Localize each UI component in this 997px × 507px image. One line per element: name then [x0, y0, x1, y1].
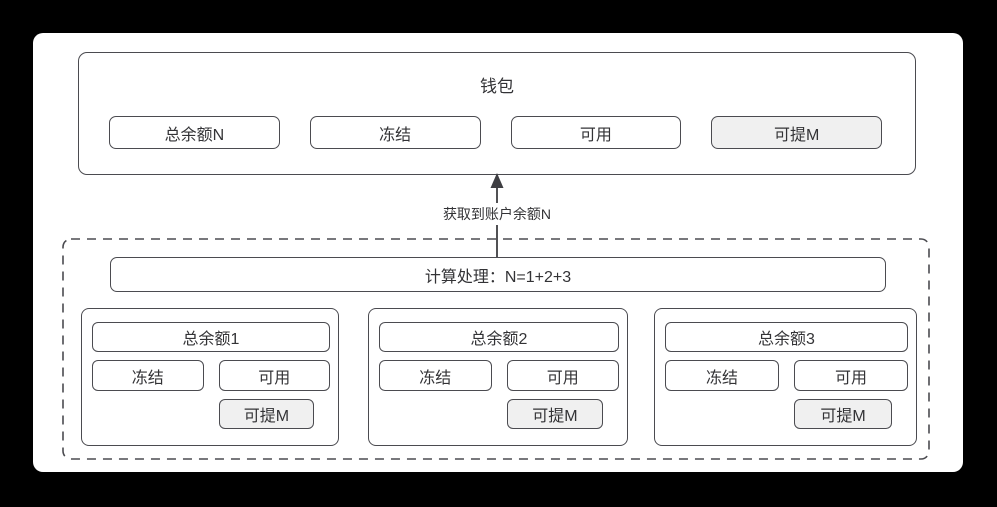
- account-box-1: 总余额1 冻结 可用 可提M: [81, 308, 339, 446]
- account-1-frozen: 冻结: [92, 360, 204, 391]
- account-2-frozen: 冻结: [379, 360, 492, 391]
- wallet-item-withdrawable: 可提M: [711, 116, 882, 149]
- calculation-box: 计算处理：N=1+2+3: [110, 257, 886, 292]
- wallet-title: 钱包: [480, 77, 514, 96]
- account-3-withdrawable: 可提M: [794, 399, 893, 429]
- account-box-2: 总余额2 冻结 可用 可提M: [368, 308, 628, 446]
- wallet-item-total-balance: 总余额N: [109, 116, 280, 149]
- account-3-frozen: 冻结: [665, 360, 779, 391]
- wallet-item-frozen: 冻结: [309, 116, 481, 149]
- accounts-group-border: [62, 238, 930, 460]
- account-2-total-balance: 总余额2: [379, 322, 619, 352]
- diagram-card: 钱包 总余额N 冻结 可用 可提M 获取到账户余额N 计算处理：N=1+2+3 …: [33, 33, 963, 472]
- account-1-withdrawable: 可提M: [218, 399, 315, 429]
- account-box-3: 总余额3 冻结 可用 可提M: [654, 308, 917, 446]
- account-3-available: 可用: [794, 360, 908, 391]
- account-1-available: 可用: [218, 360, 330, 391]
- account-2-available: 可用: [506, 360, 619, 391]
- account-2-withdrawable: 可提M: [506, 399, 604, 429]
- account-1-total-balance: 总余额1: [92, 322, 330, 352]
- wallet-section: 钱包 总余额N 冻结 可用 可提M: [78, 52, 916, 175]
- arrow-label: 获取到账户余额N: [437, 203, 557, 225]
- account-3-total-balance: 总余额3: [665, 322, 908, 352]
- wallet-item-available: 可用: [510, 116, 682, 149]
- wallet-items-row: 总余额N 冻结 可用 可提M: [109, 116, 882, 149]
